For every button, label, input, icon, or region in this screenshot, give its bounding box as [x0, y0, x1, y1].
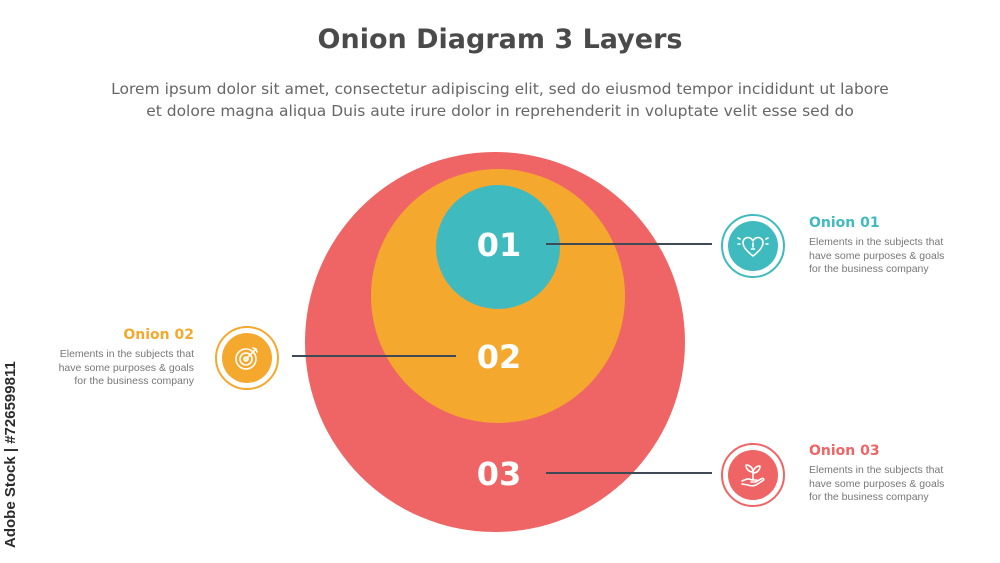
inner-layer-circle: [436, 185, 560, 309]
layer-03-title: Onion 03: [809, 443, 880, 459]
target-icon: [235, 347, 258, 370]
layer-number-03: 03: [476, 455, 522, 493]
diagram-title: Onion Diagram 3 Layers: [317, 24, 683, 55]
layer-02-description: Elements in the subjects that have some …: [40, 348, 194, 389]
desc-line: Elements in the subjects that: [809, 236, 944, 248]
layer-01-description: Elements in the subjects that have some …: [809, 236, 944, 277]
connector-line-01: [546, 243, 712, 245]
heart-lightbulb-icon: [737, 236, 769, 257]
diagram-subtitle: Lorem ipsum dolor sit amet, consectetur …: [0, 78, 1000, 122]
desc-line: have some purposes & goals: [809, 477, 945, 490]
desc-line: for the business company: [809, 491, 929, 503]
desc-line: for the business company: [74, 375, 194, 387]
connector-line-03: [546, 472, 712, 474]
layer-03-icon-badge: [721, 443, 785, 507]
desc-line: Elements in the subjects that: [809, 464, 944, 476]
layer-01-title: Onion 01: [809, 215, 880, 231]
desc-line: Elements in the subjects that: [59, 348, 194, 360]
desc-line: have some purposes & goals: [809, 249, 945, 262]
layer-02-icon-badge: [215, 326, 279, 390]
desc-line: have some purposes & goals: [58, 361, 194, 374]
layer-number-01: 01: [476, 226, 522, 264]
layer-01-icon-badge: [721, 214, 785, 278]
plant-hand-icon: [741, 464, 765, 487]
layer-03-description: Elements in the subjects that have some …: [809, 464, 944, 505]
stock-watermark: Adobe Stock | #726599811: [2, 361, 19, 548]
desc-line: for the business company: [809, 263, 929, 275]
connector-line-02: [292, 355, 456, 357]
layer-number-02: 02: [476, 338, 522, 376]
subtitle-line-2: et dolore magna aliqua Duis aute irure d…: [146, 102, 854, 120]
layer-02-title: Onion 02: [123, 327, 194, 343]
subtitle-line-1: Lorem ipsum dolor sit amet, consectetur …: [111, 80, 889, 98]
